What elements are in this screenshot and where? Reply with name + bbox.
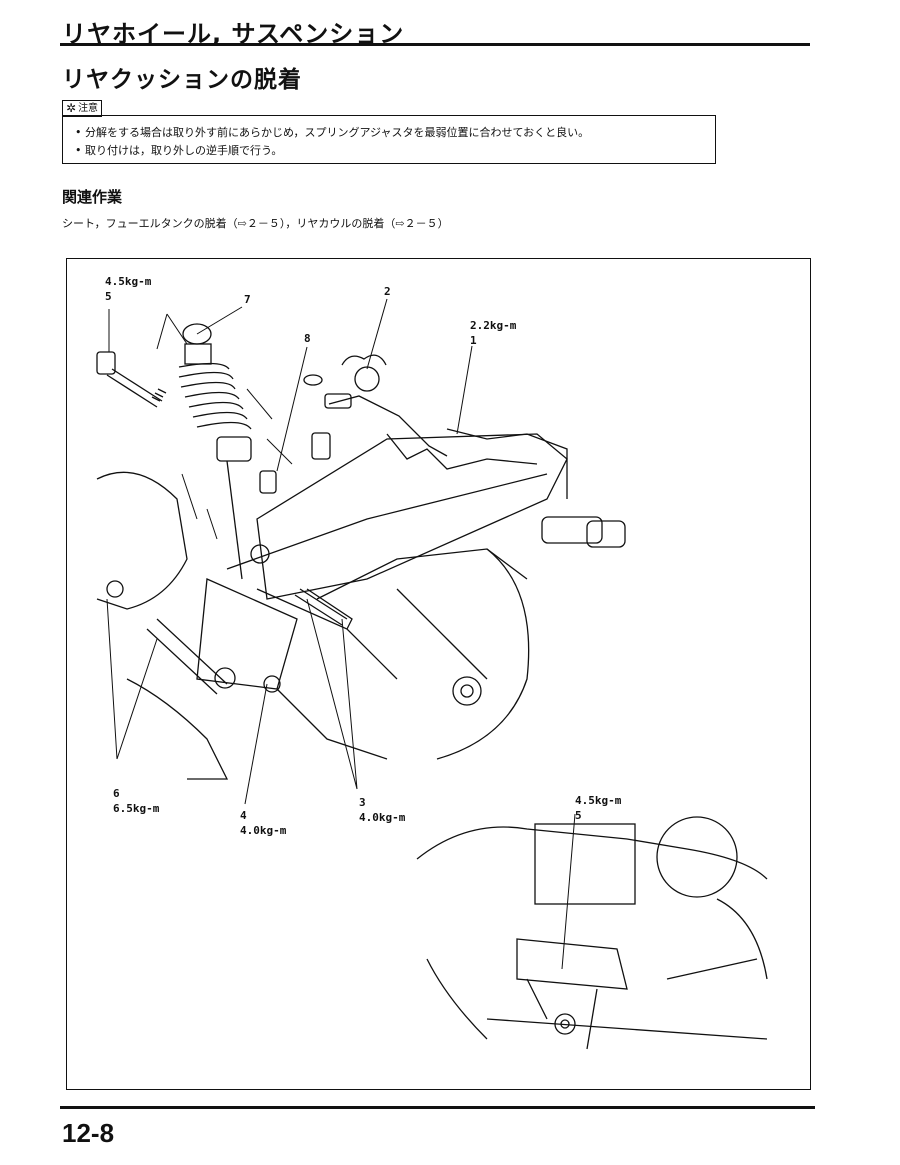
- caution-badge-label: 注意: [78, 103, 99, 114]
- collar-8-drawing: [259, 374, 331, 494]
- caution-star-icon: ✲: [66, 101, 77, 115]
- bolt-3-drawing: [250, 544, 348, 626]
- header-rule: [60, 43, 810, 46]
- frame-drawing: [226, 428, 626, 680]
- callout-3-number: 3: [359, 796, 366, 809]
- direction-arrows: [156, 313, 293, 540]
- spring-adjuster-2-drawing: [324, 354, 448, 457]
- callout-4-number: 4: [240, 809, 247, 822]
- rear-wheel-drawing: [436, 548, 530, 760]
- callout-8-number: 8: [304, 332, 311, 345]
- rear-shock-absorber-drawing: [178, 323, 252, 580]
- engine-drawing: [96, 471, 229, 780]
- callout-5-torque: 4.5kg-m: [105, 275, 152, 288]
- callout-2-number: 2: [384, 285, 391, 298]
- related-work-text: シート，フューエルタンクの脱着（⇨２－５），リヤカウルの脱着（⇨２－５）: [62, 217, 449, 230]
- page-number: 12-8: [62, 1118, 115, 1148]
- inset-detail-drawing: [416, 816, 768, 1050]
- callout-3-torque: 4.0kg-m: [359, 811, 406, 824]
- footer-rule: [60, 1106, 815, 1109]
- callout-7-number: 7: [244, 293, 251, 306]
- leader-lines: [106, 298, 576, 970]
- exploded-view-figure: 4.5kg-m 5 7 8 2 2.2kg-m 1 6 6.5kg-m 4 4.…: [66, 258, 811, 1090]
- callout-1-number: 1: [470, 334, 477, 347]
- caution-item: 分解をする場合は取り外す前にあらかじめ，スプリングアジャスタを最弱位置に合わせて…: [75, 124, 703, 142]
- callout-6-number: 6: [113, 787, 120, 800]
- callout-1-torque: 2.2kg-m: [470, 319, 517, 332]
- callout-6-torque: 6.5kg-m: [113, 802, 160, 815]
- caution-badge: ✲ 注意: [62, 100, 103, 117]
- section-title: リヤクッションの脱着: [62, 67, 302, 93]
- bolt-5-drawing: [96, 351, 167, 408]
- caution-box: 分解をする場合は取り外す前にあらかじめ，スプリングアジャスタを最弱位置に合わせて…: [62, 115, 716, 164]
- caution-item: 取り付けは，取り外しの逆手順で行う。: [75, 142, 703, 160]
- callout-4-torque: 4.0kg-m: [240, 824, 287, 837]
- callout-5-number: 5: [105, 290, 112, 303]
- callout-5-inset-torque: 4.5kg-m: [575, 794, 622, 807]
- link-arms-drawing: [106, 578, 398, 760]
- callout-5-inset-number: 5: [575, 809, 582, 822]
- rear-cushion-illustration: [96, 298, 768, 1050]
- related-work-heading: 関連作業: [62, 188, 123, 206]
